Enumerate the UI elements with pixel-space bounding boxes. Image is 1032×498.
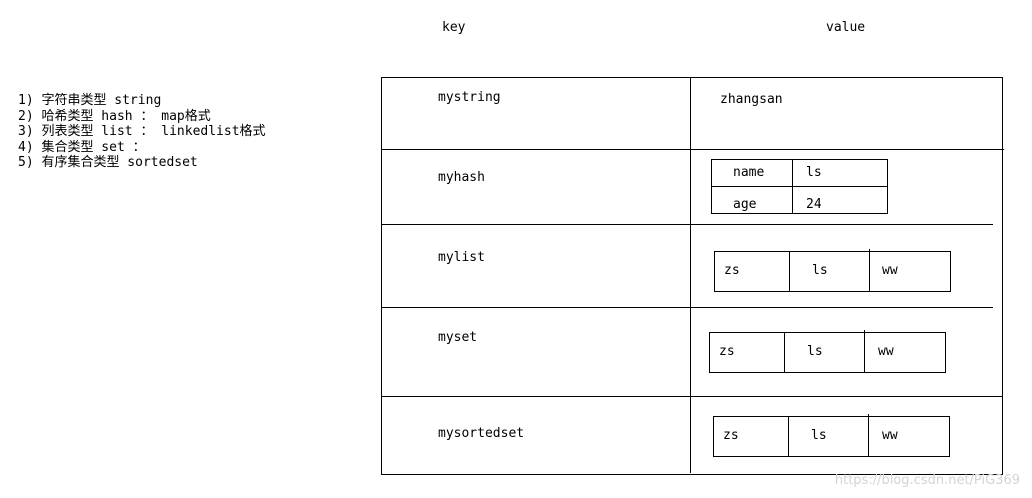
key-mysortedset: mysortedset (438, 426, 525, 441)
set-item-3: ww (878, 344, 894, 359)
row-divider-2 (382, 224, 993, 225)
hash-value-age: 24 (806, 197, 822, 212)
sortedset-divider-2 (868, 414, 869, 457)
key-value-table (381, 77, 1003, 475)
set-divider-2 (864, 330, 865, 373)
sortedset-item-3: ww (882, 428, 898, 443)
key-myhash: myhash (438, 170, 485, 185)
list-item-1: zs (724, 263, 740, 278)
value-mystring: zhangsan (720, 92, 783, 107)
set-item-1: zs (719, 344, 735, 359)
hash-field-name: name (733, 165, 765, 180)
key-mystring: mystring (438, 90, 501, 105)
key-myset: myset (438, 330, 478, 345)
type-item-hash: 2) 哈希类型 hash ： map格式 (18, 108, 211, 124)
hash-field-age: age (733, 197, 757, 212)
row-divider-3 (382, 307, 993, 308)
row-divider-1 (382, 149, 1004, 150)
hash-value-name: ls (806, 165, 822, 180)
set-value-box (709, 332, 946, 373)
set-divider-1 (784, 332, 785, 373)
sortedset-item-1: zs (723, 428, 739, 443)
table-column-divider (690, 77, 691, 473)
sortedset-item-2: ls (811, 428, 827, 443)
type-item-sortedset: 5) 有序集合类型 sortedset (18, 155, 198, 170)
set-item-2: ls (807, 344, 823, 359)
key-column-header: key (442, 20, 466, 35)
type-item-list: 3) 列表类型 list ： linkedlist格式 (18, 124, 266, 139)
list-item-3: ww (882, 263, 898, 278)
hash-column-divider (792, 159, 793, 214)
watermark-text: https://blog.csdn.net/PiG369 (834, 473, 1020, 488)
list-divider-1 (789, 251, 790, 292)
row-divider-4 (382, 396, 1002, 397)
key-mylist: mylist (438, 250, 485, 265)
value-column-header: value (826, 20, 866, 35)
redis-type-list: 1) 字符串类型 string 2) 哈希类型 hash ： map格式 3) … (18, 93, 266, 171)
list-item-2: ls (812, 263, 828, 278)
list-divider-2 (869, 249, 870, 292)
type-item-string: 1) 字符串类型 string (18, 93, 162, 108)
type-item-set: 4) 集合类型 set ： (18, 139, 146, 155)
hash-row-divider (711, 186, 888, 187)
sortedset-divider-1 (788, 416, 789, 457)
sortedset-value-box (713, 416, 950, 457)
list-value-box (714, 251, 951, 292)
